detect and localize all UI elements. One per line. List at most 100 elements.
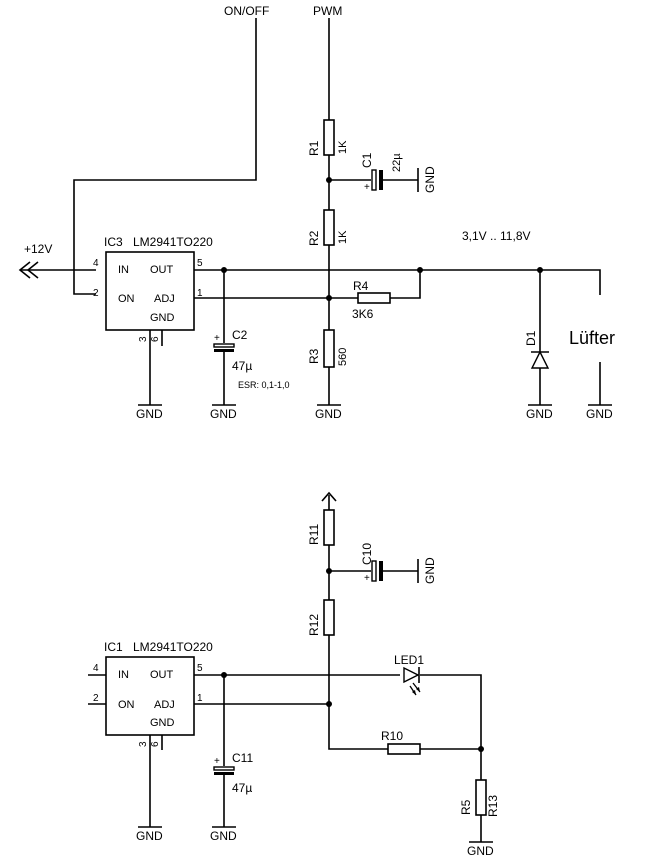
ic1-pinnum-5: 5 <box>197 663 203 674</box>
r1-value: 1K <box>337 140 349 154</box>
c1-name: C1 <box>360 152 374 168</box>
ic3-gnd-pins <box>149 330 163 405</box>
ic3-pinnum-4: 4 <box>93 258 99 269</box>
c2-body <box>213 343 235 348</box>
ic3-type: LM2941TO220 <box>133 235 213 249</box>
led1-diode-icon <box>403 666 420 684</box>
ic3-name: IC3 <box>104 235 123 249</box>
c1-value: 22µ <box>391 153 403 172</box>
r12-body <box>323 599 335 636</box>
ic1-body <box>105 656 195 736</box>
gnd-label: GND <box>526 407 553 421</box>
ic3-pinnum-3: 3 <box>138 336 149 342</box>
junction-dot <box>221 267 227 273</box>
ic1-pin-out: OUT <box>150 669 174 681</box>
r1-name: R1 <box>307 140 321 156</box>
ic1-pin-adj: ADJ <box>154 699 175 711</box>
voltage-range-label: 3,1V .. 11,8V <box>462 229 531 243</box>
c10-plus: + <box>364 573 370 584</box>
r12-name: R12 <box>307 614 321 636</box>
gnd-label: GND <box>136 829 163 843</box>
junction-dot <box>326 568 332 574</box>
r11-top-arrow-icon <box>321 491 337 502</box>
ic1-type: LM2941TO220 <box>133 640 213 654</box>
r4-name: R4 <box>353 279 369 293</box>
gnd-label: GND <box>467 844 494 858</box>
ic1-gnd-pins <box>149 735 163 827</box>
gnd-label: GND <box>210 829 237 843</box>
c1-body <box>371 169 377 191</box>
gnd-icon <box>138 826 493 843</box>
ic1-pinnum-6: 6 <box>150 741 161 747</box>
c10-name: C10 <box>360 543 374 565</box>
r10-body <box>387 743 421 755</box>
ic3-pin-gnd: GND <box>150 312 175 324</box>
r5-name: R5 <box>459 799 473 815</box>
r2-value: 1K <box>337 230 349 244</box>
ic1-pin-gnd: GND <box>150 717 175 729</box>
ic3-pin-in: IN <box>118 264 129 276</box>
ic3-pin-adj: ADJ <box>154 293 175 305</box>
ic3-pinnum-2: 2 <box>93 288 99 299</box>
c11-plus: + <box>214 756 220 767</box>
r4-value: 3K6 <box>352 307 374 321</box>
esr-note: ESR: 0,1-1,0 <box>238 380 290 390</box>
ic3-body <box>105 251 195 331</box>
r13-body <box>475 779 487 816</box>
c10-plate <box>379 561 383 581</box>
junction-dot <box>478 746 484 752</box>
ic1-input-pins <box>88 674 106 705</box>
input-arrow-icon <box>18 261 39 279</box>
c11-plate <box>214 772 234 775</box>
c10-body <box>371 560 377 582</box>
ic1-pinnum-4: 4 <box>93 663 99 674</box>
ic3-pinnum-1: 1 <box>197 288 203 299</box>
r2-name: R2 <box>307 230 321 246</box>
c2-plate <box>214 349 234 352</box>
junction-dot <box>221 672 227 678</box>
r2-body <box>323 209 335 246</box>
gnd-label: GND <box>136 407 163 421</box>
r11-r12-wire <box>328 495 388 750</box>
on-off-wire <box>73 18 257 295</box>
c2-plus: + <box>214 333 220 344</box>
pwm-label: PWM <box>313 4 342 18</box>
r13-name: R13 <box>486 795 500 817</box>
ic1-pin-in: IN <box>118 669 129 681</box>
junction-dot <box>326 177 332 183</box>
r11-name: R11 <box>307 524 321 545</box>
junction-dot <box>326 701 332 707</box>
ic1-pinnum-2: 2 <box>93 693 99 704</box>
ic1-output-wire <box>194 674 482 749</box>
c1-plate <box>379 170 383 190</box>
ic3-pin-on: ON <box>118 293 135 305</box>
output-rail <box>194 269 601 295</box>
r4-body <box>357 292 391 304</box>
c2-name: C2 <box>232 328 248 342</box>
c11-value: 47µ <box>232 781 252 795</box>
r11-body <box>323 509 335 546</box>
r3-value: 560 <box>337 348 349 366</box>
ic1-pin-on: ON <box>118 699 135 711</box>
ic3-pinnum-6: 6 <box>150 336 161 342</box>
r10-name: R10 <box>381 729 403 743</box>
c11-body <box>213 766 235 771</box>
fan-label: Lüfter <box>569 328 615 348</box>
d1-name: D1 <box>524 330 538 346</box>
r3-name: R3 <box>307 348 321 364</box>
c1-plus: + <box>364 182 370 193</box>
gnd-label: GND <box>210 407 237 421</box>
plus12v-label: +12V <box>24 242 52 256</box>
junction-dot <box>417 267 423 273</box>
c10-gnd: GND <box>423 557 437 584</box>
on-off-label: ON/OFF <box>224 4 269 18</box>
junction-dot <box>326 295 332 301</box>
ic1-pinnum-1: 1 <box>197 693 203 704</box>
ic3-pin-out: OUT <box>150 264 174 276</box>
gnd-label: GND <box>315 407 342 421</box>
ic3-pinnum-5: 5 <box>197 258 203 269</box>
c1-gnd: GND <box>423 166 437 193</box>
r1-body <box>323 119 335 156</box>
c2-value: 47µ <box>232 359 252 373</box>
